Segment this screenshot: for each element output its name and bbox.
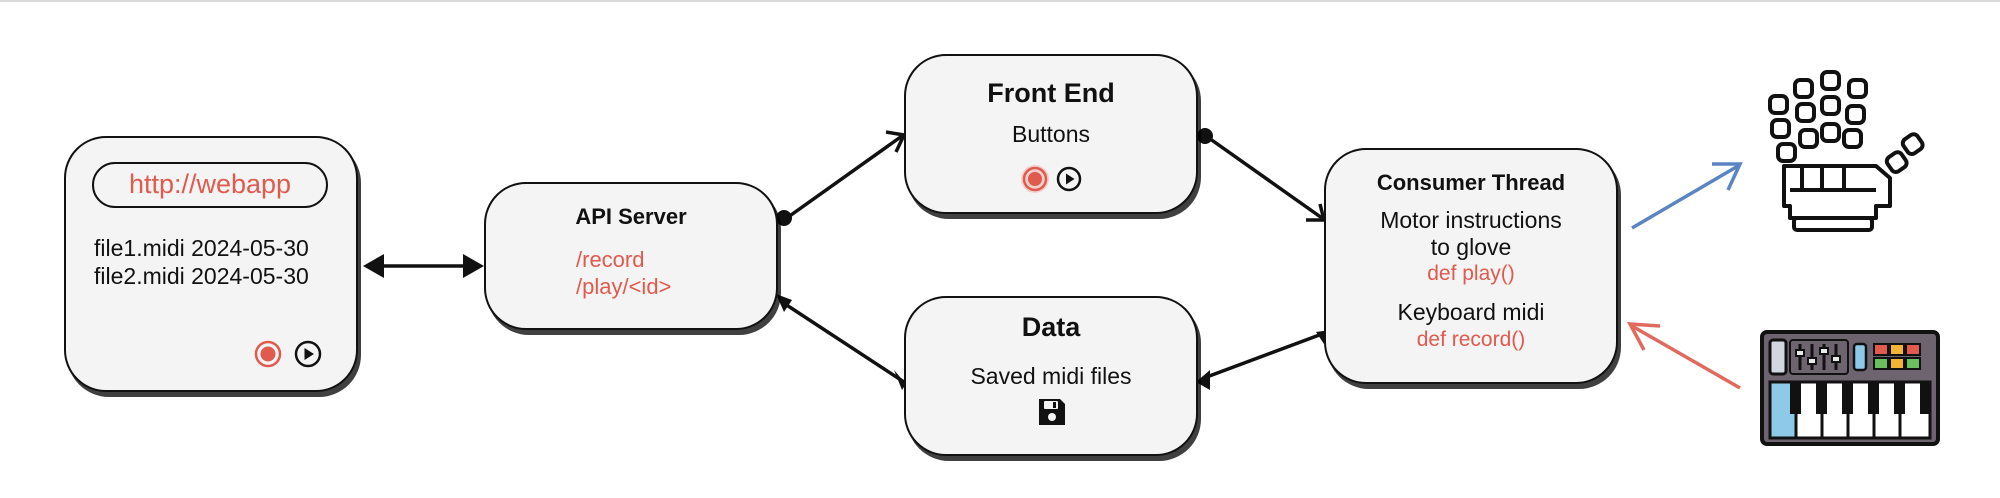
edge-consumer-glove bbox=[1631, 164, 1739, 230]
data-subtitle: Saved midi files bbox=[970, 363, 1132, 389]
midi-keyboard-icon bbox=[1760, 330, 1940, 446]
top-border bbox=[0, 0, 2000, 2]
floppy-disk-icon bbox=[1039, 399, 1065, 425]
api-server-title: API Server bbox=[575, 204, 687, 229]
consumer-thread-node: Consumer Thread Motor instructions to gl… bbox=[1324, 148, 1618, 384]
api-route: /record bbox=[576, 247, 645, 272]
edge-api-data bbox=[781, 300, 905, 384]
api-server-node: API Server /record /play/<id> bbox=[484, 182, 778, 330]
edge-keyboard-consumer-arrow bbox=[1626, 322, 1661, 351]
front-end-subtitle: Buttons bbox=[1012, 121, 1090, 147]
webapp-node: http://webapp file1.midi 2024-05-30 file… bbox=[64, 136, 358, 392]
front-end-node: Front End Buttons bbox=[904, 54, 1198, 214]
edge-frontend-consumer bbox=[1204, 134, 1324, 220]
edge-api-data-start bbox=[776, 294, 792, 312]
edge-frontend-consumer-dot bbox=[1197, 128, 1213, 144]
record-icon[interactable] bbox=[254, 340, 282, 368]
data-node: Data Saved midi files bbox=[904, 296, 1198, 456]
consumer-code-record: def record() bbox=[1416, 328, 1526, 351]
robotic-glove-icon bbox=[1768, 70, 1925, 232]
edge-webapp-api-end-left bbox=[363, 254, 384, 278]
edge-webapp-api-end-right bbox=[463, 254, 484, 278]
webapp-url-field[interactable]: http://webapp bbox=[92, 162, 328, 208]
edge-api-frontend-dot bbox=[776, 210, 792, 226]
play-icon[interactable] bbox=[294, 340, 322, 368]
edge-api-data-end bbox=[894, 370, 906, 390]
file-list: file1.midi 2024-05-30 file2.midi 2024-05… bbox=[94, 234, 309, 290]
front-end-title: Front End bbox=[987, 78, 1115, 108]
record-button-icon[interactable] bbox=[1020, 164, 1050, 194]
consumer-line-glove: to glove bbox=[1430, 234, 1512, 260]
consumer-line-motor: Motor instructions bbox=[1380, 207, 1562, 233]
edge-data-consumer-start bbox=[1196, 370, 1210, 390]
api-route: /play/<id> bbox=[576, 274, 672, 299]
api-route-list: /record /play/<id> bbox=[576, 246, 671, 300]
edge-api-frontend bbox=[782, 134, 904, 222]
file-list-item[interactable]: file2.midi 2024-05-30 bbox=[94, 263, 309, 289]
data-title: Data bbox=[1021, 312, 1081, 342]
consumer-thread-title: Consumer Thread bbox=[1376, 170, 1566, 195]
edge-consumer-glove-arrow bbox=[1712, 162, 1743, 191]
consumer-code-play: def play() bbox=[1427, 262, 1515, 285]
file-list-item[interactable]: file1.midi 2024-05-30 bbox=[94, 235, 309, 261]
play-button-icon[interactable] bbox=[1054, 164, 1084, 194]
edge-data-consumer bbox=[1203, 332, 1323, 380]
consumer-line-keyboard: Keyboard midi bbox=[1397, 299, 1545, 325]
edge-keyboard-consumer bbox=[1631, 324, 1741, 390]
